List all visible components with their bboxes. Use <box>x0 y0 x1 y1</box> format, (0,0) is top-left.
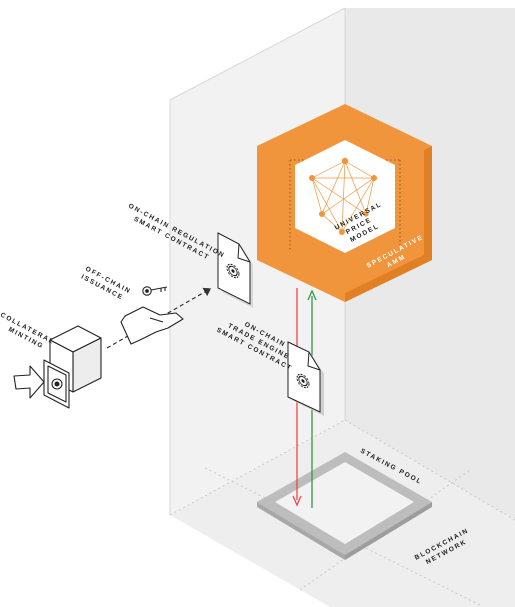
key-icon <box>142 286 168 296</box>
upm-hexagon <box>295 140 395 253</box>
cursor-arrow-icon <box>13 365 45 399</box>
speculative-amm <box>257 104 432 302</box>
network-graph-icon <box>311 160 375 233</box>
safe-dial-inner <box>54 381 60 387</box>
arrow-down-head <box>292 495 302 507</box>
regulation-document <box>217 232 253 308</box>
label-collateral-minting: COLLATERAL MINTING <box>0 312 56 351</box>
hand-icon <box>120 306 184 345</box>
box-edge <box>169 7 346 101</box>
doc-fold <box>237 243 251 263</box>
label-offchain-issuance: OFF-CHAIN ISSUANCE <box>80 266 132 302</box>
pool-rim-shadow <box>345 502 432 560</box>
grid-line <box>204 467 481 606</box>
doc-fold <box>307 351 321 371</box>
staking-pool <box>257 452 432 560</box>
amm-right-shade <box>345 146 432 302</box>
pool-rim-shadow <box>257 502 345 560</box>
arrow-up-head <box>307 289 317 301</box>
network-nodes <box>309 157 377 235</box>
doc-page <box>217 232 251 305</box>
safe-icon <box>43 325 102 409</box>
grid-line <box>169 419 346 516</box>
trade-engine-document <box>287 341 324 416</box>
pool-inner <box>275 462 414 544</box>
